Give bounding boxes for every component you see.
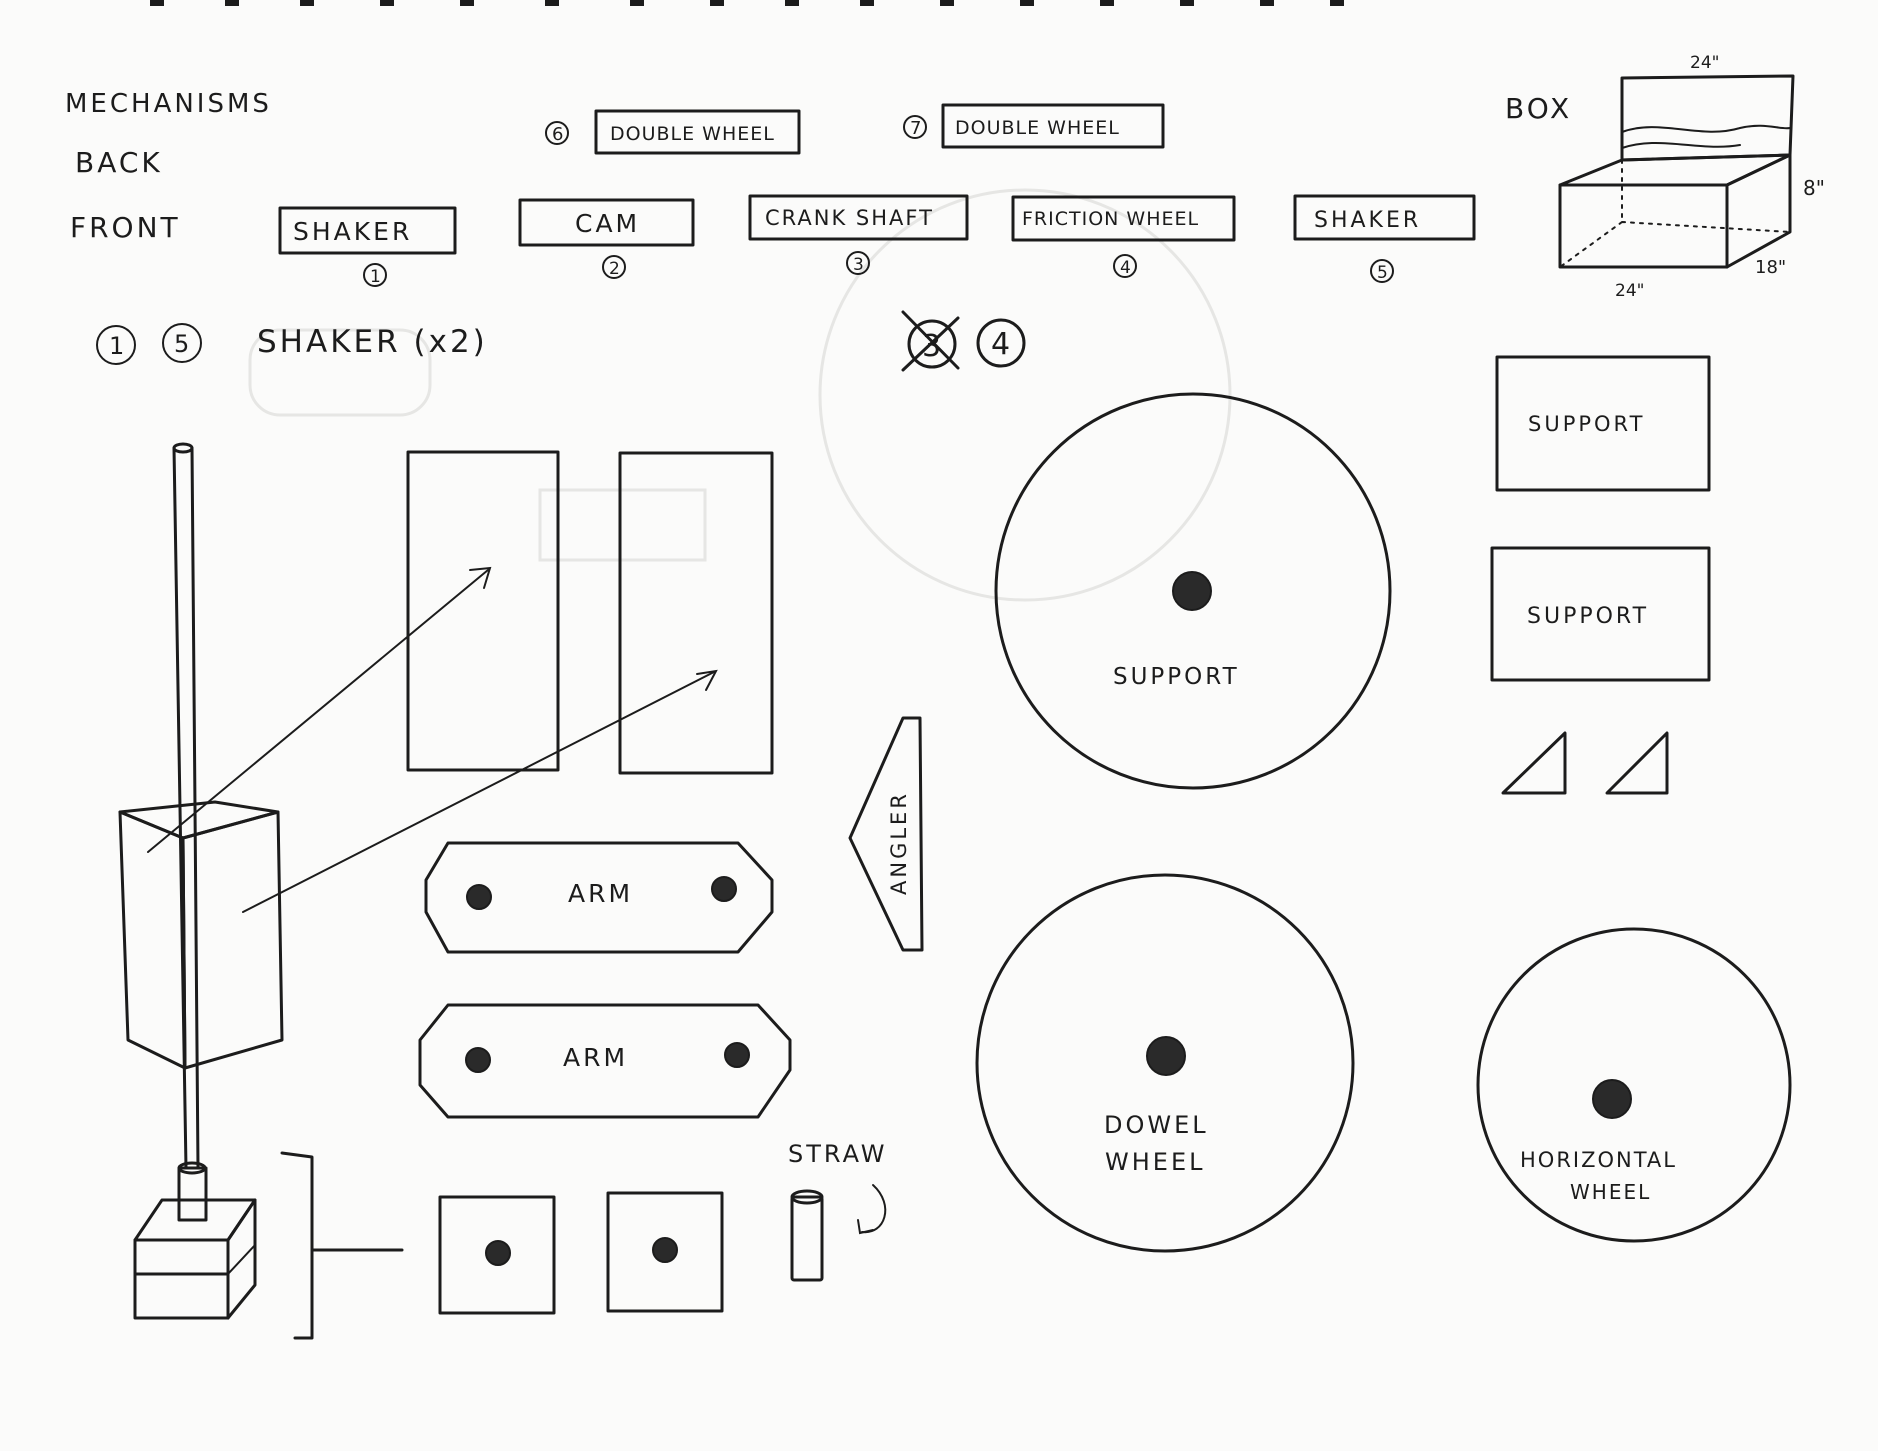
front-item-3-label: CRANK SHAFT: [765, 206, 934, 230]
front-item-3: CRANK SHAFT 3: [748, 194, 969, 275]
arm-part-1: ARM: [424, 841, 774, 954]
shaker-panel-part-1: [406, 450, 560, 772]
front-item-4-label: FRICTION WHEEL: [1022, 208, 1199, 230]
support-block-1-label: SUPPORT: [1528, 412, 1645, 436]
front-item-4: FRICTION WHEEL 4: [1011, 195, 1236, 278]
support-wheel: SUPPORT: [994, 392, 1392, 790]
shaker-section-title: 1 5 SHAKER (x2): [96, 323, 488, 365]
front-item-1: SHAKER 1: [278, 206, 457, 287]
back-item-6-label: DOUBLE WHEEL: [610, 123, 775, 145]
front-item-2-number: 2: [609, 259, 620, 279]
shaker-panel-part-2: [618, 451, 774, 775]
paper-show-through: [248, 188, 1232, 602]
angler-label: ANGLER: [887, 791, 911, 895]
front-item-4-number: 4: [1120, 258, 1131, 278]
shaker-base-squares: [438, 1191, 724, 1315]
back-item-7: 7 DOUBLE WHEEL: [903, 103, 1165, 149]
box-dim-width: 24": [1615, 281, 1644, 301]
box-dim-height: 8": [1803, 176, 1825, 200]
back-label: BACK: [75, 146, 163, 179]
front-item-5-label: SHAKER: [1314, 208, 1421, 233]
triangle-braces: [1501, 731, 1669, 795]
front-item-2-label: CAM: [575, 209, 640, 238]
front-item-1-number: 1: [370, 267, 381, 287]
binding-marks: [150, 0, 1344, 6]
friction-num: 4: [991, 327, 1010, 362]
mechanisms-label: MECHANISMS: [65, 89, 272, 119]
front-item-5-number: 5: [1377, 263, 1388, 283]
back-item-6: 6 DOUBLE WHEEL: [545, 109, 801, 155]
front-item-1-label: SHAKER: [293, 217, 412, 246]
support-wheel-label: SUPPORT: [1113, 664, 1240, 690]
back-item-7-number: 7: [910, 118, 921, 139]
front-item-5: SHAKER 5: [1293, 194, 1476, 283]
horizontal-wheel-label-line2: WHEEL: [1570, 1180, 1651, 1204]
shaker-section-num-5: 5: [174, 330, 189, 358]
dowel-wheel: DOWEL WHEEL: [975, 873, 1355, 1253]
arm-label-1: ARM: [568, 879, 633, 908]
straw-part: STRAW: [788, 1140, 887, 1282]
horizontal-wheel: HORIZONTAL WHEEL: [1476, 927, 1792, 1243]
arm-label-2: ARM: [563, 1043, 628, 1072]
front-item-2: CAM 2: [518, 198, 695, 279]
shaker-assembly: [118, 442, 718, 1340]
front-label: FRONT: [70, 211, 181, 244]
support-block-2: SUPPORT: [1490, 546, 1711, 682]
horizontal-wheel-label-line1: HORIZONTAL: [1520, 1148, 1677, 1172]
back-item-6-number: 6: [552, 124, 563, 145]
box-dim-depth: 18": [1755, 257, 1786, 278]
angler-part: ANGLER: [848, 716, 924, 952]
support-block-1: SUPPORT: [1495, 355, 1711, 492]
dowel-wheel-label-line2: WHEEL: [1105, 1148, 1205, 1176]
support-block-2-label: SUPPORT: [1527, 604, 1649, 629]
friction-section-title: 3 4: [901, 310, 1026, 372]
box-label: BOX: [1505, 92, 1572, 125]
front-item-3-number: 3: [853, 255, 864, 275]
straw-label: STRAW: [788, 1140, 887, 1168]
shaker-section-num-1: 1: [109, 332, 124, 360]
back-item-7-label: DOUBLE WHEEL: [955, 117, 1120, 139]
box-sketch: BOX 24" 8" 18" 24": [1505, 53, 1825, 301]
arm-part-2: ARM: [418, 1003, 792, 1119]
shaker-section-heading: SHAKER (x2): [257, 324, 488, 360]
dowel-wheel-label-line1: DOWEL: [1104, 1111, 1209, 1139]
box-dim-top: 24": [1690, 53, 1719, 73]
